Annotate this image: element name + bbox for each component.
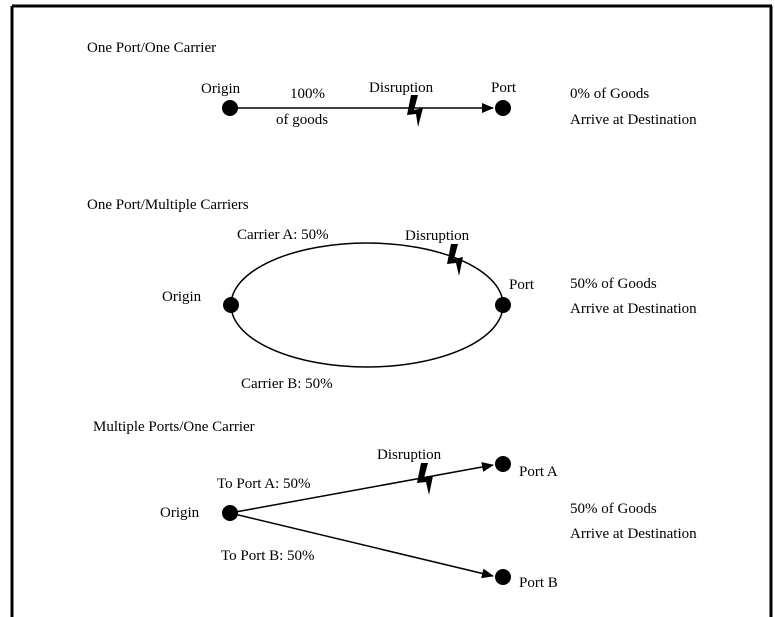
- share-label-line1: 100%: [290, 86, 325, 102]
- origin-label: Origin: [201, 81, 241, 97]
- section-multiple-ports-one-carrier: Multiple Ports/One Carrier Disruption To…: [93, 419, 697, 591]
- port-b-label: Port B: [519, 575, 558, 591]
- outcome-line2: Arrive at Destination: [570, 301, 697, 317]
- port-label: Port: [509, 277, 535, 293]
- section-one-port-one-carrier: One Port/One Carrier Origin 100% of good…: [87, 40, 697, 128]
- route-arrow-port-a: [229, 462, 494, 514]
- carrier-loop: [230, 242, 504, 368]
- carrier-b-label: Carrier B: 50%: [241, 376, 333, 392]
- origin-node: [222, 505, 238, 521]
- route-a-label: To Port A: 50%: [217, 476, 311, 492]
- disruption-label: Disruption: [369, 80, 434, 96]
- route-arrow-port-b: [229, 512, 494, 579]
- disruption-label: Disruption: [377, 447, 442, 463]
- origin-label: Origin: [162, 289, 202, 305]
- section-title: Multiple Ports/One Carrier: [93, 419, 255, 435]
- section-title: One Port/Multiple Carriers: [87, 197, 249, 213]
- outcome-line1: 0% of Goods: [570, 86, 649, 102]
- outcome-line2: Arrive at Destination: [570, 526, 697, 542]
- lightning-bolt-icon: [407, 95, 423, 127]
- port-a-label: Port A: [519, 464, 558, 480]
- section-one-port-multiple-carriers: One Port/Multiple Carriers Carrier A: 50…: [87, 197, 697, 392]
- lightning-bolt-icon: [417, 463, 433, 495]
- lightning-bolt-icon: [447, 244, 463, 276]
- origin-node: [222, 100, 238, 116]
- share-label-line2: of goods: [276, 112, 328, 128]
- route-b-label: To Port B: 50%: [221, 548, 315, 564]
- disruption-label: Disruption: [405, 228, 470, 244]
- port-b-node: [495, 569, 511, 585]
- outcome-line1: 50% of Goods: [570, 501, 657, 517]
- outcome-line1: 50% of Goods: [570, 276, 657, 292]
- carrier-a-label: Carrier A: 50%: [237, 227, 329, 243]
- port-node: [495, 297, 511, 313]
- port-a-node: [495, 456, 511, 472]
- port-label: Port: [491, 80, 517, 96]
- origin-label: Origin: [160, 505, 200, 521]
- outcome-line2: Arrive at Destination: [570, 112, 697, 128]
- origin-node: [223, 297, 239, 313]
- section-title: One Port/One Carrier: [87, 40, 216, 56]
- port-node: [495, 100, 511, 116]
